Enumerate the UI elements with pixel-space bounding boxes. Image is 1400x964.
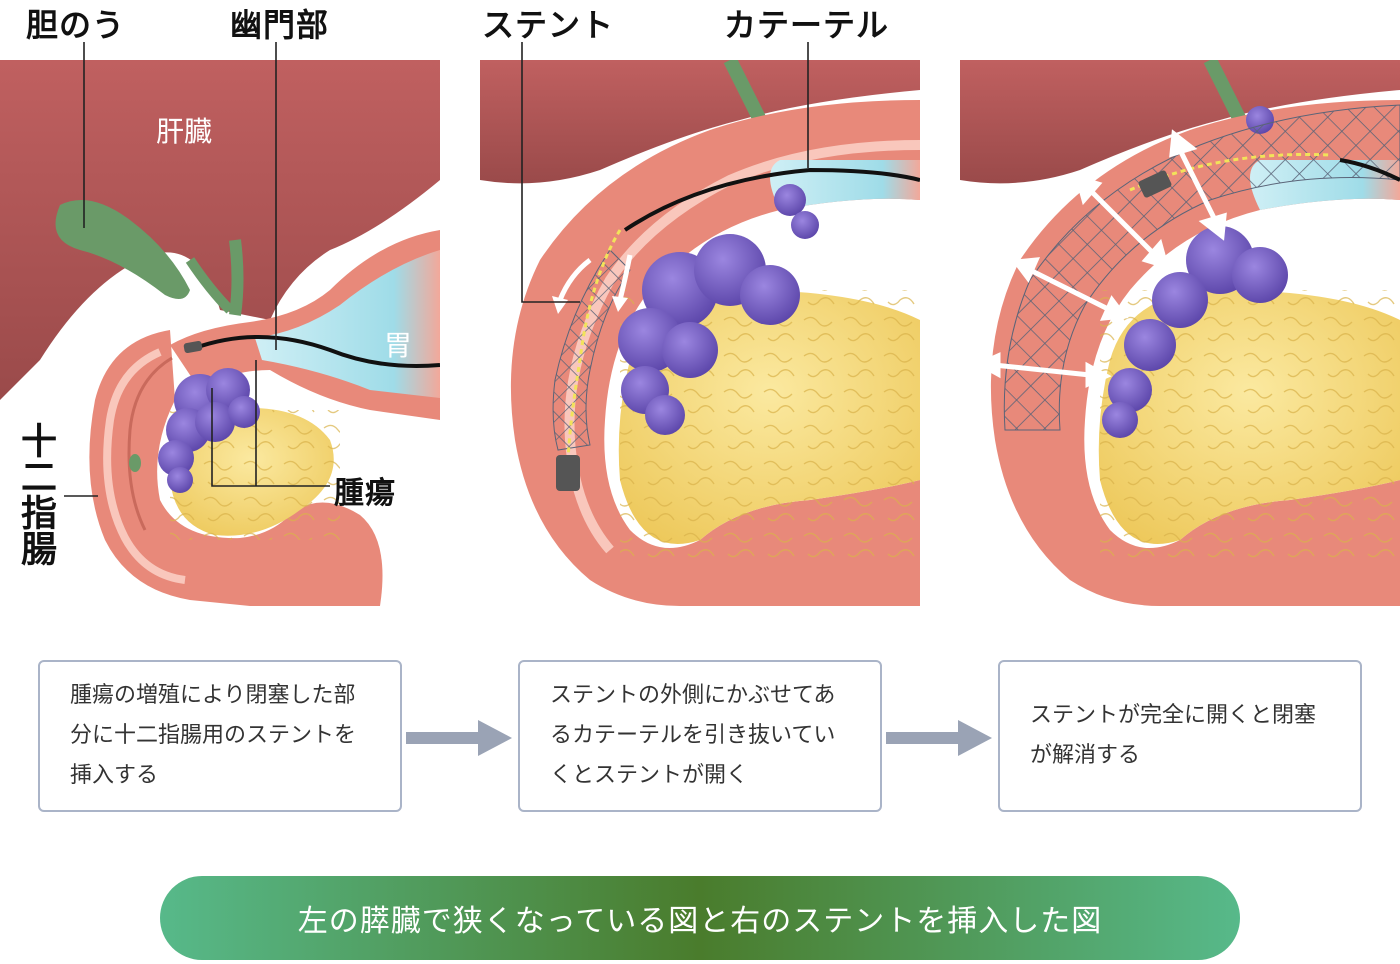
catheter-line [194, 335, 440, 368]
tumor-label: 腫瘍 [334, 476, 396, 511]
step-box-1: 腫瘍の増殖により閉塞した部分に十二指腸用のステントを挿入する [38, 660, 402, 812]
catheter-label: カテーテル [724, 6, 890, 44]
stent-label: ステント [482, 6, 615, 44]
caption-text: 左の膵臓で狭くなっている図と右のステントを挿入した図 [297, 904, 1103, 939]
caption-banner: 左の膵臓で狭くなっている図と右のステントを挿入した図 [160, 876, 1240, 960]
panel-before [0, 60, 440, 606]
arrow-right-icon [886, 720, 992, 756]
stomach-label: 胃 [384, 329, 413, 362]
catheter-line-2 [623, 167, 920, 232]
panel-catheter-removal [480, 60, 920, 606]
liver-shape [0, 60, 440, 400]
liver-label: 肝臓 [156, 115, 213, 148]
gallbladder-label: 胆のう [26, 6, 126, 44]
step-text-3: ステントが完全に開くと閉塞が解消する [1030, 703, 1317, 768]
gallbladder-shape [55, 200, 190, 299]
arrow-right-icon [406, 720, 512, 756]
step-text-2: ステントの外側にかぶせてあるカテーテルを引き抜いていくとステントが開く [550, 683, 836, 788]
pylorus-label: 幽門部 [230, 6, 330, 44]
stent-mesh-open [1003, 104, 1400, 431]
step-box-2: ステントの外側にかぶせてあるカテーテルを引き抜いていくとステントが開く [518, 660, 882, 812]
tumor-shape-2 [618, 184, 819, 435]
step-box-3: ステントが完全に開くと閉塞が解消する [998, 660, 1362, 812]
panel-stent-opened [960, 60, 1400, 606]
stent-mesh [552, 249, 631, 451]
duodenum-label: 十二指腸 [15, 422, 56, 566]
duodenum-shape-2 [510, 100, 920, 606]
step-text-1: 腫瘍の増殖により閉塞した部分に十二指腸用のステントを挿入する [70, 683, 357, 788]
